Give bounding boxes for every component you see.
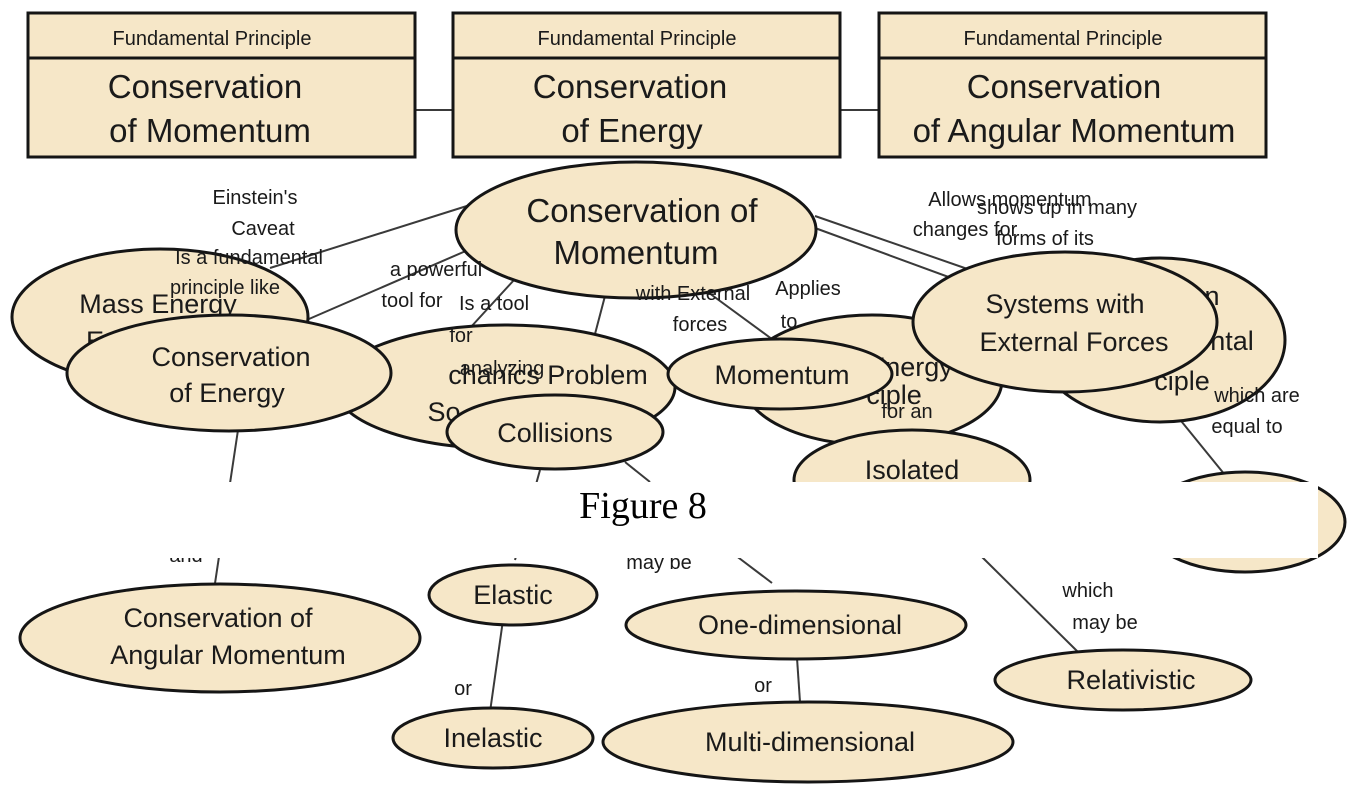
- link-label-is-a-tool-2: for: [449, 325, 473, 347]
- node-label: Momentum: [714, 360, 849, 390]
- node-relativistic: Relativistic: [993, 648, 1253, 712]
- node-inelastic: Inelastic: [391, 706, 595, 770]
- principle-box-momentum: Fundamental Principle Conservation of Mo…: [26, 11, 417, 159]
- caption-band: [0, 482, 1318, 558]
- edge-central-massenergy: [269, 204, 471, 269]
- edge-isolated-relativistic: [979, 554, 1079, 653]
- node-label-line2: of Energy: [169, 378, 285, 408]
- link-label-tool-for: tool for: [381, 290, 442, 312]
- link-label-which-are-1: which are: [1213, 385, 1300, 407]
- node-label-line1: Conservation of: [123, 603, 313, 633]
- link-label-for-an: for an: [881, 401, 932, 423]
- principle-box-angular-momentum: Fundamental Principle Conservation of An…: [877, 11, 1268, 159]
- principle-header: Fundamental Principle: [113, 28, 312, 50]
- principle-box-energy: Fundamental Principle Conservation of En…: [451, 11, 842, 159]
- edge-mid-onedim: [734, 554, 773, 584]
- node-label-line1: Systems with: [985, 289, 1144, 319]
- principle-title-line1: Conservation: [967, 68, 1161, 105]
- node-central-conservation-momentum: Conservation of Momentum: [454, 160, 818, 300]
- link-label-is-a-tool-3: analyzing: [460, 358, 545, 380]
- node-conservation-energy: Conservation of Energy: [65, 313, 393, 433]
- node-label: Multi-dimensional: [705, 727, 915, 757]
- node-label-line1: Conservation: [151, 342, 310, 372]
- edge-elastic-inelastic: [489, 619, 504, 713]
- node-label: Collisions: [497, 418, 613, 448]
- link-label-may-be-2: may be: [1072, 612, 1138, 634]
- node-conservation-angular-momentum: Conservation of Angular Momentum: [18, 582, 422, 694]
- link-label-powerful: a powerful: [390, 259, 482, 281]
- node-label: Elastic: [473, 580, 553, 610]
- edge-onedim-multidim: [796, 657, 801, 703]
- node-one-dimensional: One-dimensional: [624, 589, 968, 661]
- principle-title-line1: Conservation: [533, 68, 727, 105]
- link-label-allows-2: changes for: [913, 219, 1018, 241]
- node-label-line2: Momentum: [553, 234, 718, 271]
- node-multi-dimensional: Multi-dimensional: [601, 700, 1015, 784]
- edge-central-energy: [301, 249, 469, 323]
- principle-title-line1: Conservation: [108, 68, 302, 105]
- principle-title-line2: of Angular Momentum: [913, 112, 1236, 149]
- node-label-line1: chanics Problem: [448, 360, 648, 390]
- link-label-applies-2: to: [781, 311, 798, 333]
- node-momentum: Momentum: [666, 337, 894, 411]
- node-label: Inelastic: [443, 723, 542, 753]
- link-label-which-are-2: equal to: [1211, 416, 1282, 438]
- link-label-einstein-1: Einstein's: [213, 187, 298, 209]
- link-label-or-left: or: [454, 678, 472, 700]
- principle-header: Fundamental Principle: [538, 28, 737, 50]
- node-label-line2: Angular Momentum: [110, 640, 346, 670]
- node-label: One-dimensional: [698, 610, 902, 640]
- figure-caption: Figure 8: [579, 485, 707, 527]
- link-label-fundamental-2: principle like: [170, 277, 280, 299]
- node-label-line1: Conservation of: [526, 192, 758, 229]
- node-label: Isolated: [865, 455, 960, 485]
- link-label-forces: forces: [673, 314, 727, 336]
- link-label-einstein-2: Caveat: [231, 218, 295, 240]
- link-label-or-right: or: [754, 675, 772, 697]
- link-label-shows-up-2: forms of its: [996, 228, 1094, 250]
- link-label-fundamental-1: Is a fundamental: [175, 247, 323, 269]
- principle-title-line2: of Momentum: [109, 112, 311, 149]
- node-label: Relativistic: [1066, 665, 1195, 695]
- link-label-which: which: [1061, 580, 1113, 602]
- node-collisions: Collisions: [445, 393, 665, 471]
- node-label-line2: External Forces: [979, 327, 1168, 357]
- principle-header: Fundamental Principle: [964, 28, 1163, 50]
- link-label-with-external: with External: [635, 283, 751, 305]
- link-label-allows-1: Allows momentum: [928, 189, 1091, 211]
- node-systems-external-forces: Systems with External Forces: [911, 250, 1219, 394]
- link-label-shows-up-1: shows up in many: [977, 197, 1137, 219]
- link-labels: Einstein's Caveat Is a fundamental princ…: [169, 187, 1299, 700]
- link-label-applies-1: Applies: [775, 278, 841, 300]
- principle-title-line2: of Energy: [561, 112, 703, 149]
- node-elastic: Elastic: [427, 563, 599, 627]
- edge-central-momentum: [704, 289, 781, 346]
- link-label-is-a-tool-1: Is a tool: [459, 293, 529, 315]
- edge-collisions-right: [624, 461, 651, 483]
- node-label-line2: ntal: [1210, 326, 1254, 356]
